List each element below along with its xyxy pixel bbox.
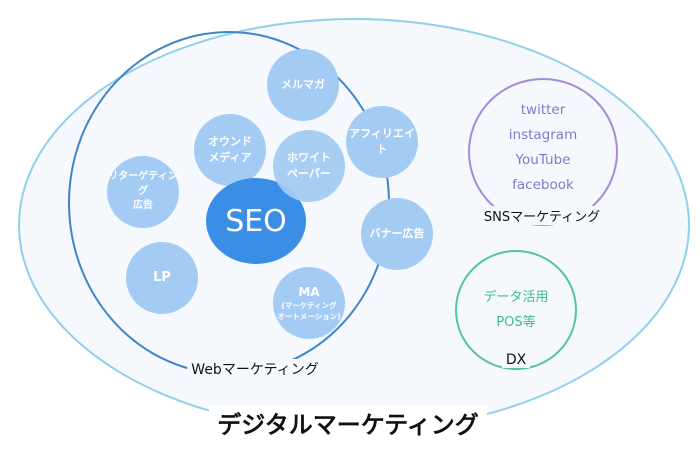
dx-item: POS等 (496, 315, 536, 330)
dx-item: データ活用 (483, 290, 549, 305)
dx-list: データ活用 POS等 (455, 285, 577, 335)
bubble-ma: MA (マーケティング オートメーション) (273, 267, 345, 339)
dx-circle (455, 250, 577, 370)
sns-item: YouTube (515, 152, 571, 168)
diagram-title: デジタルマーケティング (209, 405, 487, 440)
sns-marketing-label: SNSマーケティング (479, 206, 605, 225)
bubble-owned-media: オウンド メディア (194, 114, 266, 186)
bubble-lp: LP (126, 242, 198, 314)
dx-label: DX (501, 352, 531, 368)
ma-sub-label: (マーケティング オートメーション) (277, 301, 341, 321)
sns-circle (468, 78, 618, 226)
sns-list: twitter instagram YouTube facebook (468, 98, 618, 198)
bubble-affiliate: アフィリエイト (346, 106, 418, 178)
ma-label: MA (298, 284, 320, 299)
bubble-white-paper: ホワイト ペーパー (273, 130, 345, 202)
bubble-retargeting-ads: リターゲティング 広告 (107, 156, 179, 228)
sns-item: twitter (520, 102, 566, 118)
bubble-mail-magazine: メルマガ (267, 49, 339, 121)
sns-item: instagram (508, 127, 578, 143)
bubble-banner-ads: バナー広告 (361, 198, 433, 270)
sns-item: facebook (512, 177, 574, 193)
web-marketing-label: Webマーケティング (187, 359, 323, 379)
